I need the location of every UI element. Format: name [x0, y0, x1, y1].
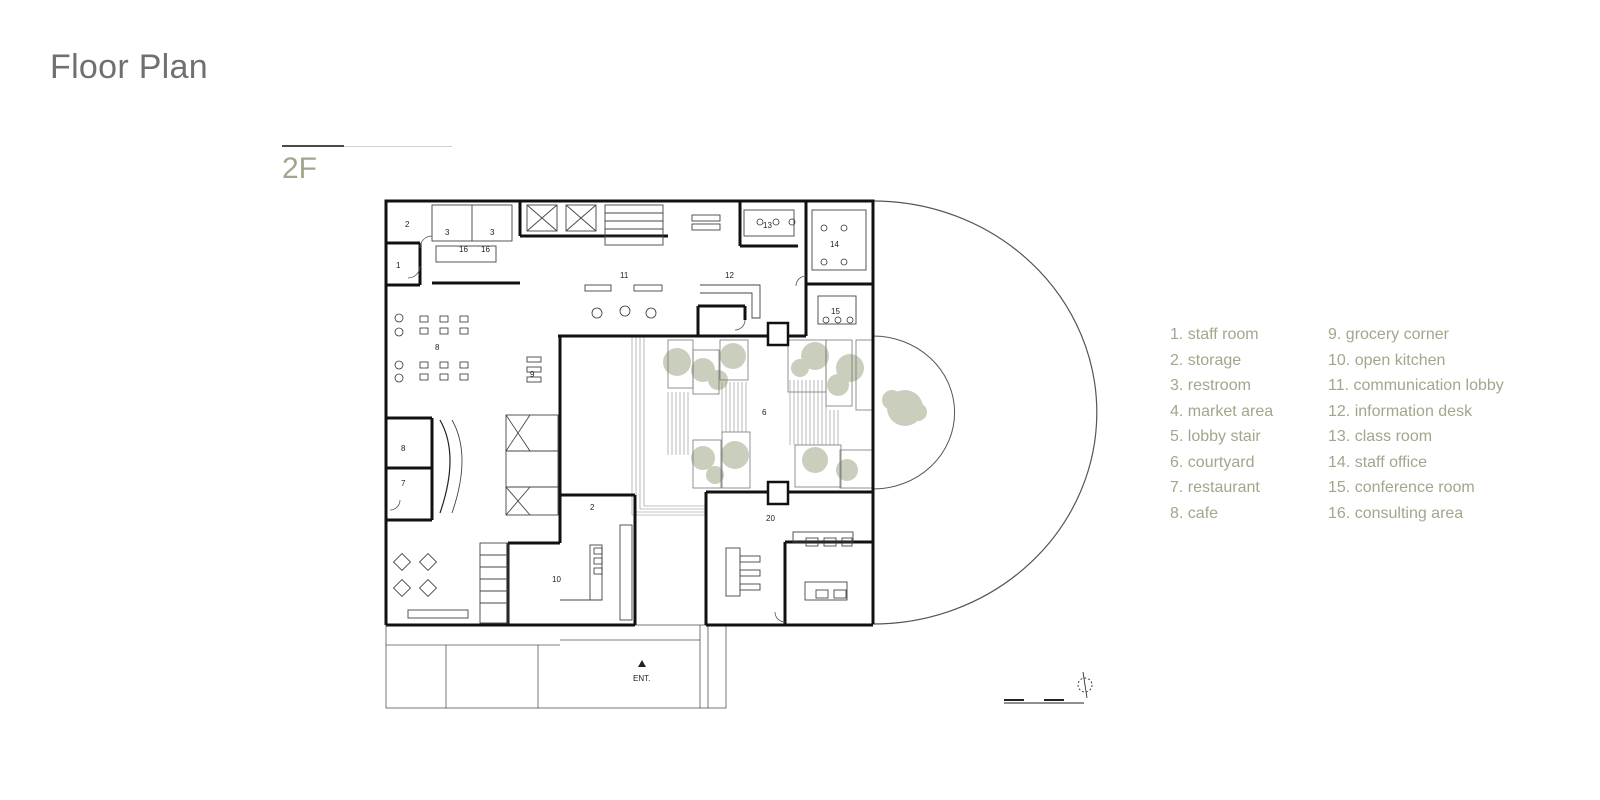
courtyard-trees: [663, 342, 927, 484]
scale-bar: [1004, 699, 1084, 704]
door-swings: [389, 235, 807, 623]
courtyard-stairs: [631, 336, 839, 516]
floor-rule-accent: [282, 145, 344, 147]
room-label: 12: [725, 271, 734, 280]
legend-item: 7. restaurant: [1170, 479, 1260, 496]
room-label: 16: [481, 245, 490, 254]
room-label: 13: [763, 221, 772, 230]
furniture-marks: [392, 218, 854, 599]
legend-column-1: 1. staff room 2. storage 3. restroom 4. …: [1170, 322, 1273, 526]
room-label: 8: [435, 343, 440, 352]
legend-item: 16. consulting area: [1328, 504, 1464, 522]
north-arrow-icon: [1077, 671, 1093, 699]
room-label: 16: [459, 245, 468, 254]
room-label: 6: [762, 408, 767, 417]
room-label: 10: [552, 575, 561, 584]
floor-rule: [282, 146, 452, 147]
room-label: 7: [401, 479, 406, 488]
legend-item: 6. courtyard: [1170, 453, 1255, 471]
room-label: 1: [396, 261, 401, 270]
legend-item: 11. communication lobby: [1328, 377, 1504, 394]
legend-item: 12. information desk: [1328, 402, 1473, 420]
legend-item: 1. staff room: [1170, 326, 1259, 343]
room-label: 3: [490, 228, 495, 237]
legend-column-2: 9. grocery corner 10. open kitchen 11. c…: [1328, 322, 1504, 526]
page-title: Floor Plan: [50, 48, 208, 86]
entrance-arrow-icon: [638, 660, 646, 667]
legend-item: 4. market area: [1170, 402, 1274, 420]
legend-item: 13. class room: [1328, 428, 1433, 445]
room-label: 14: [830, 240, 839, 249]
room-label: 9: [530, 370, 535, 379]
legend-item: 3. restroom: [1170, 377, 1251, 394]
legend-item: 2. storage: [1170, 351, 1242, 369]
legend-item: 15. conference room: [1328, 479, 1475, 496]
columns: [766, 321, 790, 506]
legend-item: 14. staff office: [1328, 453, 1428, 471]
room-label: 20: [766, 514, 775, 523]
legend-item: 8. cafe: [1170, 504, 1219, 522]
legend-item: 9. grocery corner: [1328, 326, 1449, 343]
room-label: 8: [401, 444, 406, 453]
room-label: 2: [405, 220, 410, 229]
entrance-label: ENT.: [633, 674, 650, 683]
room-label: 15: [831, 307, 840, 316]
walls: [384, 199, 875, 627]
entrance-terrace: [385, 624, 727, 709]
room-label: 11: [620, 271, 629, 280]
outer-arc: [872, 200, 1098, 625]
room-label: 3: [445, 228, 450, 237]
floor-label: 2F: [282, 152, 318, 185]
interior-lines: [407, 204, 867, 624]
legend-item: 5. lobby stair: [1170, 428, 1261, 445]
inner-arc: [872, 335, 956, 490]
room-label: 2: [590, 503, 595, 512]
legend-item: 10. open kitchen: [1328, 351, 1446, 369]
